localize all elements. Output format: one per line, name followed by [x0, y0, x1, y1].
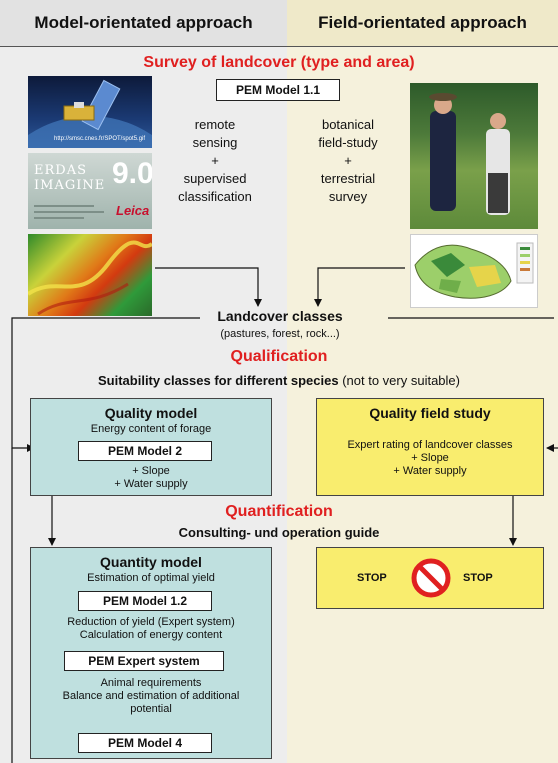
river-path: [28, 240, 152, 296]
landcover-map-image: [410, 234, 538, 308]
left-method-line: remote: [194, 117, 236, 132]
quality-field-line: + Slope: [411, 452, 449, 464]
erdas-label: ERDAS IMAGINE: [34, 163, 106, 193]
quantification-subtitle: Consulting- und operation guide: [178, 525, 380, 540]
quality-model-subtitle: Energy content of forage: [90, 423, 212, 435]
quantity-model-text: potential: [130, 703, 172, 715]
landcover-title: Landcover classes: [217, 308, 343, 324]
qualification-title: Qualification: [230, 348, 328, 365]
right-method-text: botanical field-study + terrestrial surv…: [293, 116, 403, 206]
left-method-line: supervised: [183, 171, 247, 186]
stop-label-left: STOP: [357, 572, 387, 584]
quality-model-box: Quality model Energy content of forage P…: [30, 398, 272, 496]
suitability-bold: Suitability classes for different specie…: [98, 373, 339, 388]
left-method-line: +: [211, 153, 219, 168]
left-method-line: sensing: [192, 135, 238, 150]
pem-model-1-1: PEM Model 1.1: [216, 79, 340, 101]
classified-map-image: [28, 234, 152, 316]
right-method-line: survey: [328, 189, 368, 204]
quality-field-line: + Water supply: [393, 465, 467, 477]
quality-field-line: Expert rating of landcover classes: [347, 439, 513, 451]
no-entry-icon: [411, 558, 451, 598]
quality-field-title: Quality field study: [369, 405, 491, 421]
suitability-text: Suitability classes for different specie…: [0, 373, 558, 389]
field-approach-header: Field-orientated approach: [287, 0, 558, 46]
stop-box: STOP STOP: [316, 547, 544, 609]
suitability-rest: (not to very suitable): [338, 373, 460, 388]
quantity-model-text: Calculation of energy content: [79, 629, 223, 641]
pem-model-2: PEM Model 2: [78, 441, 212, 461]
model-approach-header: Model-orientated approach: [0, 0, 287, 46]
quantification-title: Quantification: [225, 503, 333, 520]
right-method-line: botanical: [321, 117, 375, 132]
quantity-model-title: Quantity model: [100, 554, 202, 570]
right-method-line: terrestrial: [320, 171, 376, 186]
field-study-photo: [410, 83, 538, 229]
quality-model-title: Quality model: [104, 405, 198, 421]
pem-expert-system: PEM Expert system: [64, 651, 224, 671]
pem-model-4: PEM Model 4: [78, 733, 212, 753]
survey-title: Survey of landcover (type and area): [143, 54, 415, 71]
satellite-caption: http://smsc.cnes.fr/SPOT/spot5.gif: [54, 136, 146, 142]
quantity-model-text: Balance and estimation of additional: [62, 690, 240, 702]
erdas-version: 9.0: [112, 157, 152, 190]
erdas-imagine-image: ERDAS IMAGINE 9.0 Leica: [28, 153, 152, 229]
earth-horizon: [28, 116, 152, 148]
quality-field-box: Quality field study Expert rating of lan…: [316, 398, 544, 496]
right-method-line: +: [344, 153, 352, 168]
left-method-line: classification: [178, 189, 252, 204]
satellite-image: http://smsc.cnes.fr/SPOT/spot5.gif: [28, 76, 152, 148]
quantity-model-text: Animal requirements: [100, 677, 202, 689]
leica-logo: Leica: [116, 203, 150, 218]
right-method-line: field-study: [318, 135, 378, 150]
landcover-subtitle: (pastures, forest, rock...): [220, 328, 340, 340]
left-method-text: remote sensing + supervised classificati…: [160, 116, 270, 206]
header-divider: [0, 46, 558, 47]
stop-label-right: STOP: [463, 572, 493, 584]
quantity-model-text: Reduction of yield (Expert system): [67, 616, 235, 628]
quality-model-line: + Slope: [132, 465, 170, 477]
quantity-model-subtitle: Estimation of optimal yield: [87, 572, 215, 584]
pem-model-1-2: PEM Model 1.2: [78, 591, 212, 611]
quantity-model-box: Quantity model Estimation of optimal yie…: [30, 547, 272, 759]
quality-model-line: + Water supply: [114, 478, 188, 490]
